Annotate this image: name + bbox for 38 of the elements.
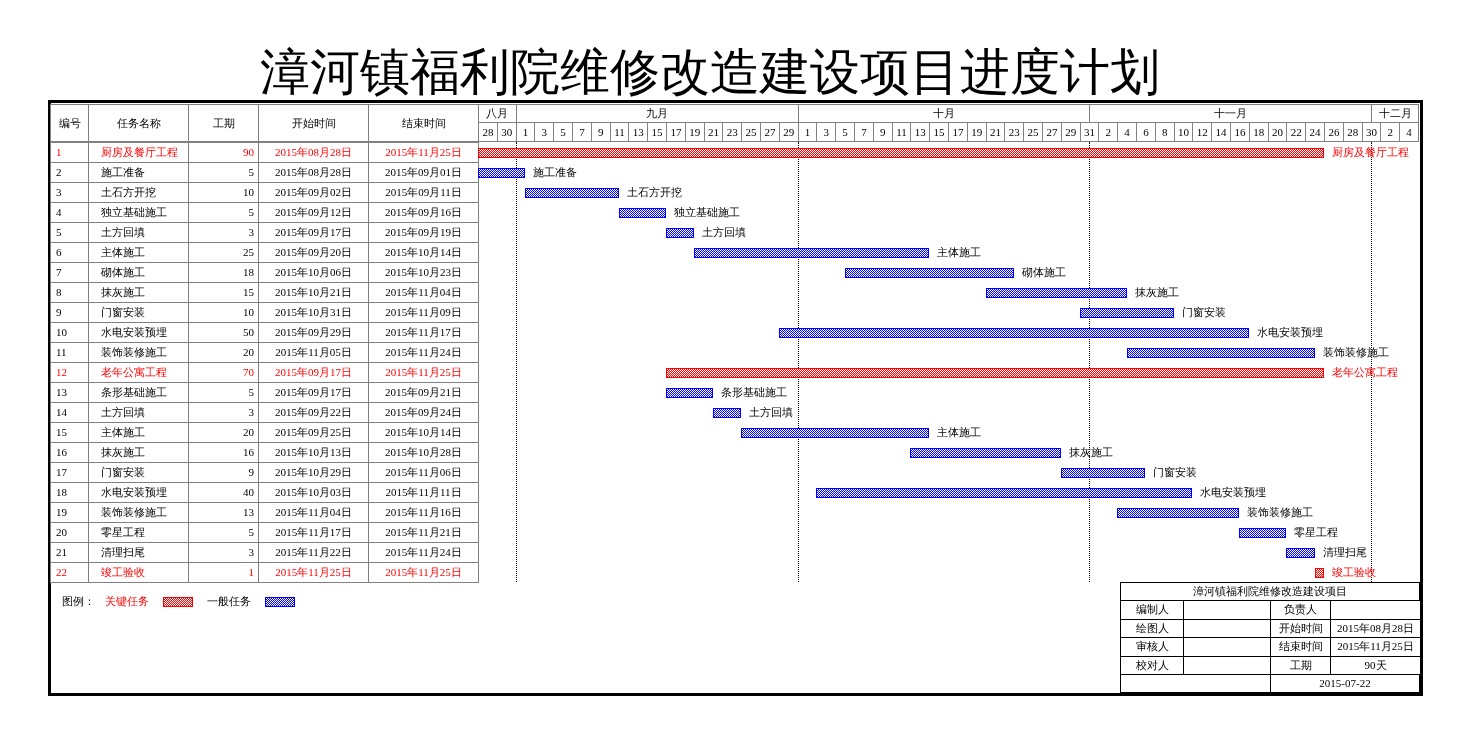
column-header: 任务名称 <box>88 104 189 142</box>
legend-title: 图例： <box>62 594 95 609</box>
column-header: 编号 <box>50 104 89 142</box>
bar-label: 门窗安装 <box>1153 465 1198 480</box>
column-header: 开始时间 <box>258 104 369 142</box>
bar-label: 施工准备 <box>533 165 577 180</box>
bar-label: 清理扫尾 <box>1322 545 1367 560</box>
legend-label: 一般任务 <box>207 594 251 609</box>
bar-label: 主体施工 <box>937 245 982 260</box>
bar-label: 土石方开挖 <box>627 185 682 200</box>
bar-label: 主体施工 <box>937 425 982 440</box>
field-value: 2015-07-22 <box>1270 674 1420 693</box>
day-label: 4 <box>1399 122 1419 142</box>
bar-label: 条形基础施工 <box>721 385 787 400</box>
month-label: 十二月 <box>1371 104 1419 123</box>
column-header: 结束时间 <box>368 104 479 142</box>
bar-label: 装饰装修施工 <box>1322 345 1389 360</box>
bar-label: 老年公寓工程 <box>1332 365 1398 380</box>
bar-label: 抹灰施工 <box>1134 285 1179 300</box>
bar-label: 竣工验收 <box>1332 565 1376 580</box>
bar-label: 装饰装修施工 <box>1247 505 1314 520</box>
bar-label: 土方回填 <box>702 225 747 240</box>
bar-label: 抹灰施工 <box>1068 445 1113 460</box>
bar-label: 土方回填 <box>749 405 794 420</box>
bar-label: 厨房及餐厅工程 <box>1332 145 1409 160</box>
bar-label: 砌体施工 <box>1021 265 1066 280</box>
bar-label: 零星工程 <box>1294 525 1339 540</box>
end-date: 2015年11月25日 <box>368 562 479 583</box>
title-block-heading: 漳河镇福利院维修改造建设项目 <box>1120 582 1420 601</box>
chart-title: 漳河镇福利院维修改造建设项目进度计划 <box>259 44 1161 100</box>
bar-label: 水电安装预埋 <box>1200 485 1267 500</box>
bar-label: 独立基础施工 <box>674 205 740 220</box>
bar-label: 门窗安装 <box>1181 305 1226 320</box>
column-header: 工期 <box>188 104 259 142</box>
task-number: 1 <box>50 142 89 163</box>
bar-label: 水电安装预埋 <box>1256 325 1323 340</box>
legend-label: 关键任务 <box>105 594 149 609</box>
task-number: 22 <box>50 562 89 583</box>
